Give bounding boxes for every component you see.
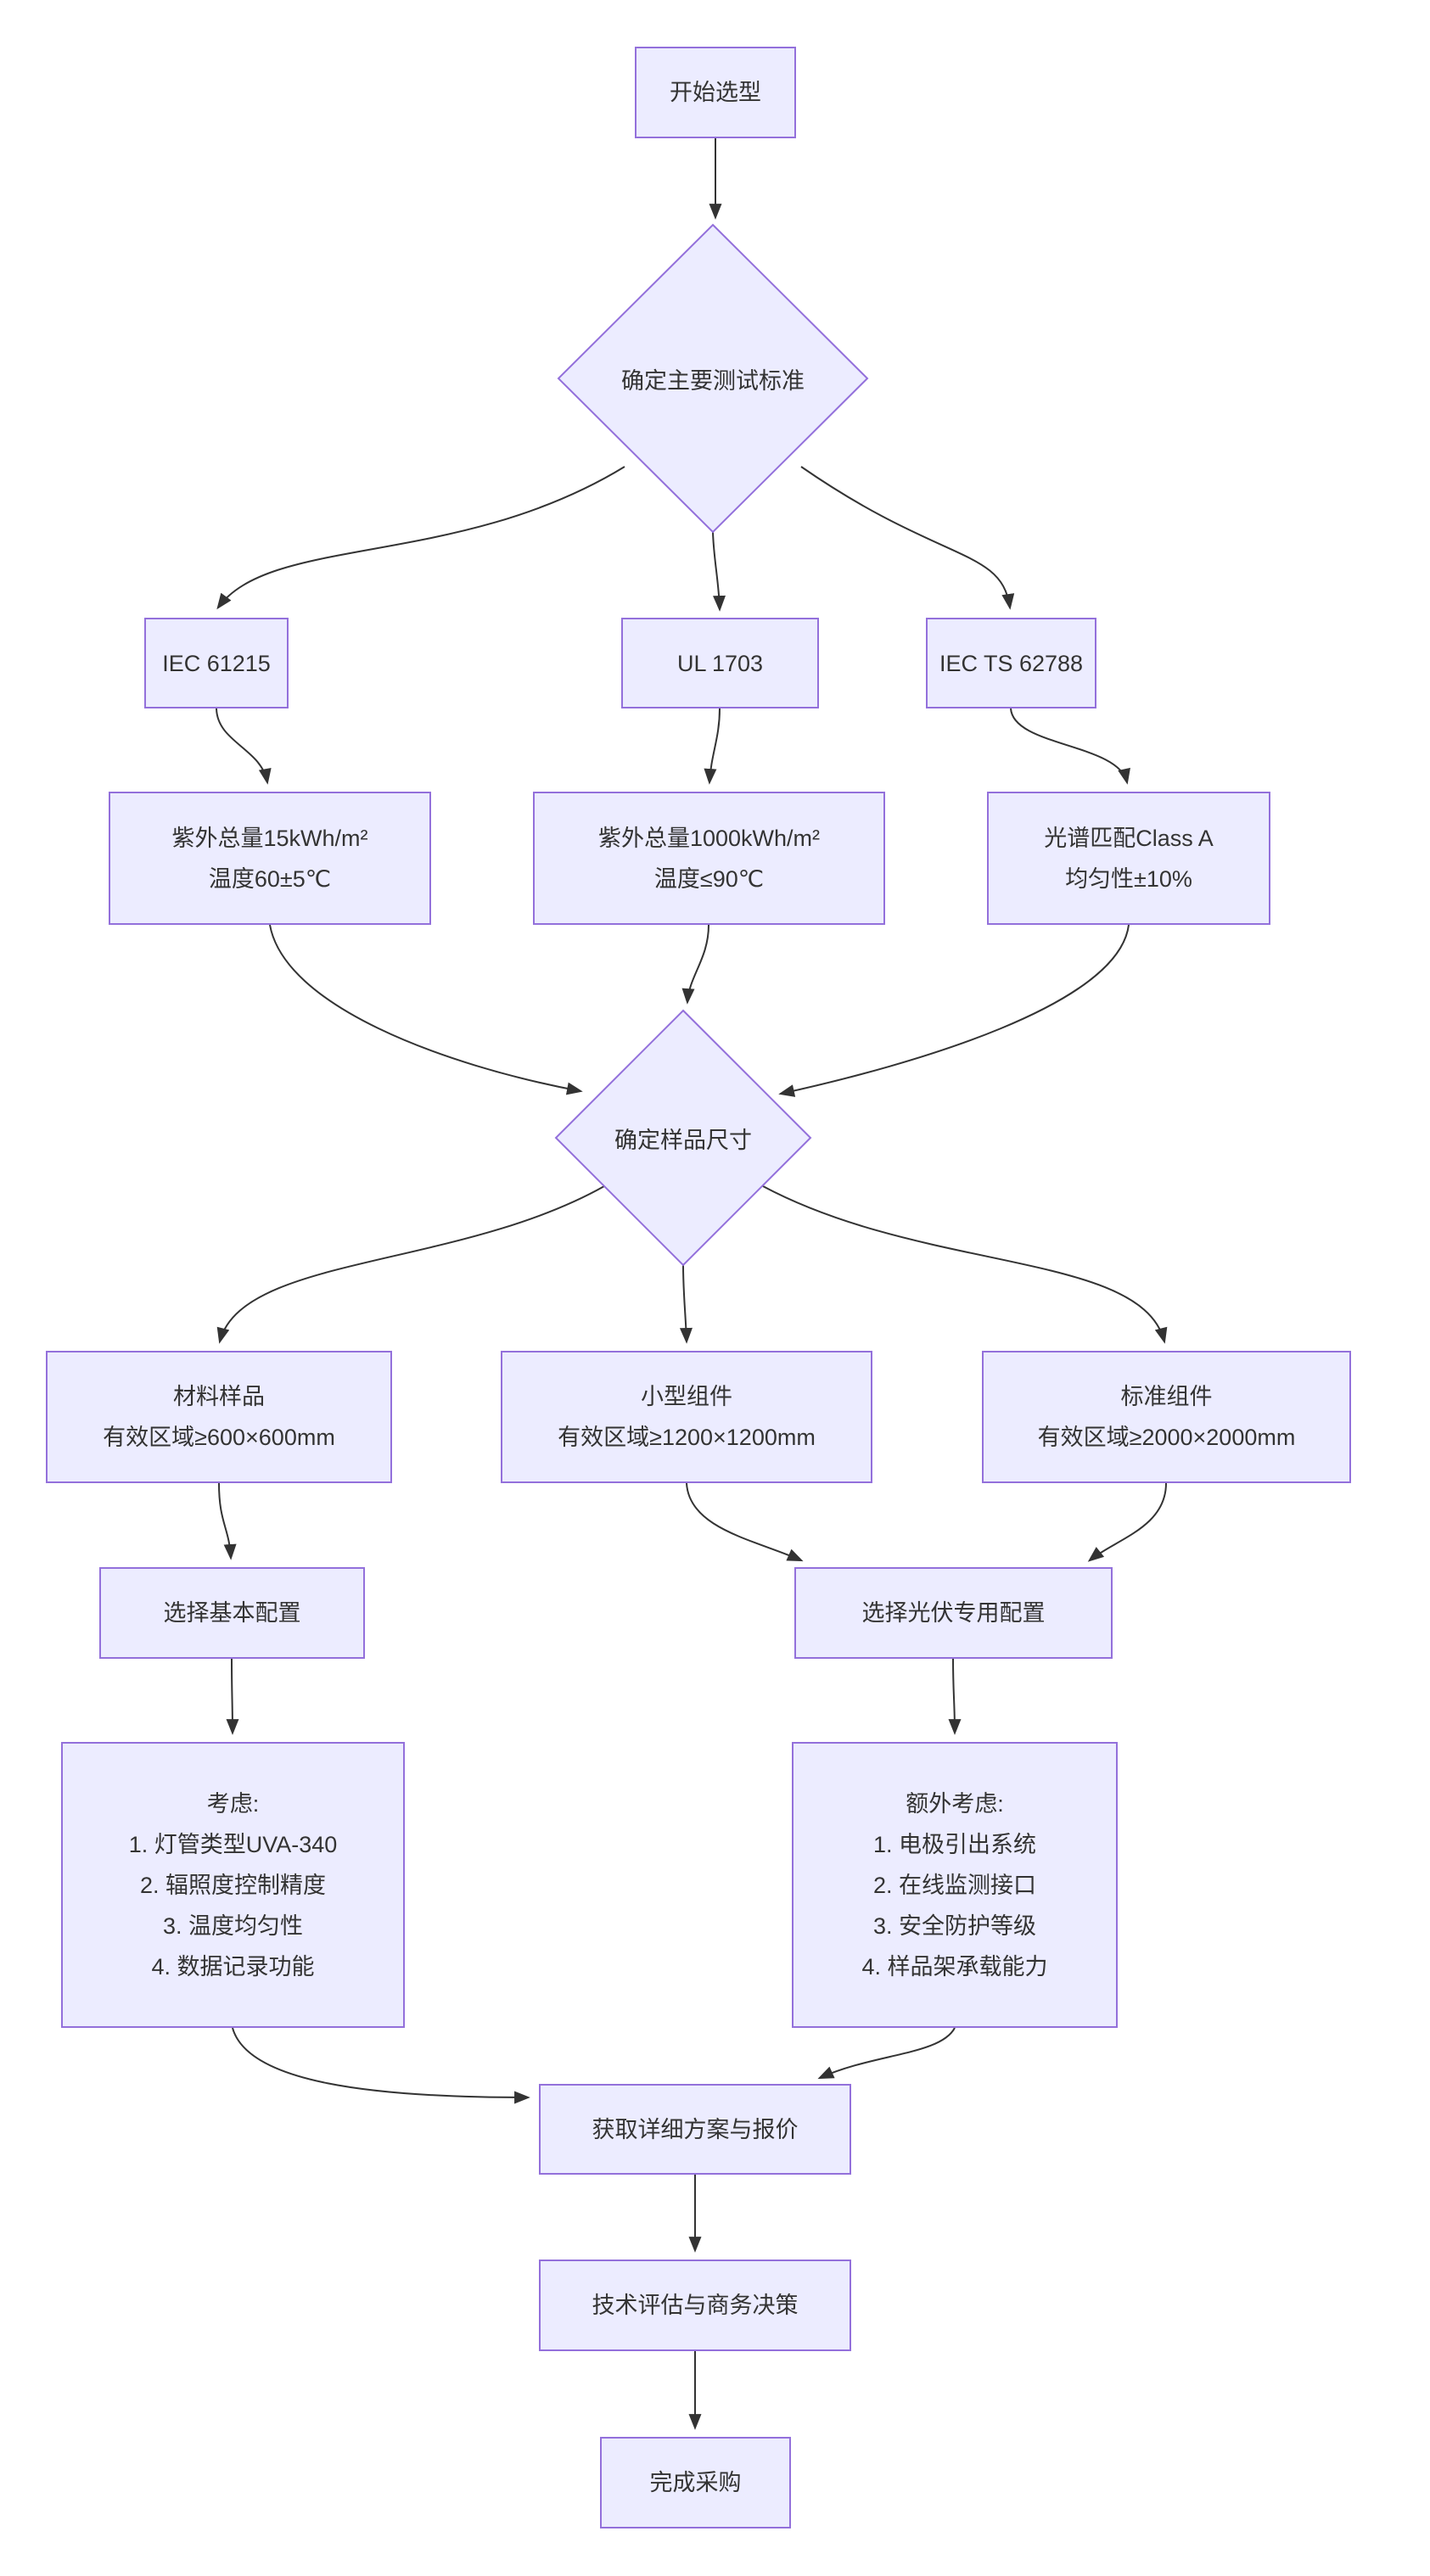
sample-material-line1: 材料样品 — [173, 1384, 265, 1409]
edge-decide-standard-to-iects62788 — [800, 466, 1015, 610]
consider-pv-item: 4. 样品架承载能力 — [861, 1953, 1048, 1980]
edge-decide-size-to-small — [679, 1264, 693, 1344]
edge-iec61215-to-detail — [216, 708, 272, 785]
node-purchase: 完成采购 — [600, 2437, 791, 2528]
consider-basic-item: 3. 温度均匀性 — [162, 1912, 304, 1939]
edge-small-to-config-pv — [686, 1482, 804, 1562]
config-pv-label: 选择光伏专用配置 — [861, 1600, 1046, 1626]
consider-basic-item: 4. 数据记录功能 — [151, 1953, 315, 1980]
consider-basic-item: 2. 辐照度控制精度 — [139, 1872, 327, 1898]
edge-config-basic-to-consider — [226, 1658, 239, 1735]
sample-small-line2: 有效区域≥1200×1200mm — [558, 1425, 816, 1450]
consider-basic-item: 1. 灯管类型UVA-340 — [128, 1831, 338, 1857]
node-iects62788: IEC TS 62788 — [926, 618, 1096, 708]
node-consider-basic: 考虑: 1. 灯管类型UVA-340 2. 辐照度控制精度 3. 温度均匀性 4… — [61, 1742, 405, 2028]
edge-standard-to-config-pv — [1087, 1482, 1167, 1562]
consider-pv-item: 1. 电极引出系统 — [872, 1831, 1037, 1857]
node-iec61215: IEC 61215 — [144, 618, 289, 708]
detail-ts-line2: 均匀性±10% — [1065, 865, 1192, 892]
decision-diamond-size — [554, 1009, 812, 1267]
edge-decide-size-to-material — [216, 1185, 605, 1344]
sample-standard-line1: 标准组件 — [1120, 1384, 1213, 1409]
node-quote: 获取详细方案与报价 — [539, 2084, 851, 2175]
node-detail-ts: 光谱匹配Class A 均匀性±10% — [987, 792, 1270, 925]
edge-config-pv-to-consider — [948, 1658, 962, 1735]
node-ul1703-label: UL 1703 — [676, 650, 764, 676]
edge-decide-standard-to-ul1703 — [712, 531, 726, 612]
detail-ts-line1: 光谱匹配Class A — [1044, 825, 1214, 851]
edge-decide-size-to-standard — [762, 1185, 1168, 1344]
node-config-pv: 选择光伏专用配置 — [794, 1567, 1113, 1659]
detail-ul-line2: 温度≤90℃ — [653, 865, 765, 892]
decision-diamond-standard — [557, 223, 869, 534]
purchase-label: 完成采购 — [649, 2470, 742, 2495]
node-sample-standard: 标准组件 有效区域≥2000×2000mm — [982, 1351, 1351, 1483]
detail-iec-line1: 紫外总量15kWh/m² — [171, 825, 368, 851]
consider-pv-title: 额外考虑: — [906, 1790, 1004, 1817]
consider-pv-item: 3. 安全防护等级 — [872, 1912, 1037, 1939]
consider-basic-title: 考虑: — [206, 1790, 260, 1817]
edge-decide-standard-to-iec61215 — [216, 466, 625, 610]
node-detail-iec: 紫外总量15kWh/m² 温度60±5℃ — [109, 792, 431, 925]
edge-detail-iec-to-decide-size — [269, 924, 583, 1095]
detail-iec-line2: 温度60±5℃ — [208, 865, 332, 892]
node-sample-small: 小型组件 有效区域≥1200×1200mm — [501, 1351, 872, 1483]
edge-detail-ul-to-decide-size — [681, 924, 709, 1005]
edge-ul1703-to-detail — [704, 708, 721, 785]
consider-pv-item: 2. 在线监测接口 — [872, 1872, 1037, 1898]
detail-ul-line1: 紫外总量1000kWh/m² — [597, 825, 821, 851]
edge-iects62788-to-detail — [1010, 708, 1130, 785]
node-config-basic: 选择基本配置 — [99, 1567, 365, 1659]
node-iec61215-label: IEC 61215 — [162, 650, 271, 676]
node-ul1703: UL 1703 — [621, 618, 819, 708]
node-start-label: 开始选型 — [670, 80, 761, 105]
node-iects62788-label: IEC TS 62788 — [939, 650, 1084, 676]
sample-small-line1: 小型组件 — [641, 1384, 732, 1409]
node-decision: 技术评估与商务决策 — [539, 2260, 851, 2351]
sample-material-line2: 有效区域≥600×600mm — [103, 1425, 335, 1450]
sample-standard-line2: 有效区域≥2000×2000mm — [1037, 1425, 1296, 1450]
edge-consider-basic-to-quote — [232, 2027, 530, 2104]
node-start: 开始选型 — [635, 47, 796, 138]
edge-detail-ts-to-decide-size — [778, 924, 1130, 1097]
edge-material-to-config-basic — [218, 1482, 237, 1560]
node-sample-material: 材料样品 有效区域≥600×600mm — [46, 1351, 392, 1483]
quote-label: 获取详细方案与报价 — [592, 2116, 799, 2142]
config-basic-label: 选择基本配置 — [163, 1600, 301, 1626]
decision-standard-label: 确定主要测试标准 — [621, 367, 805, 394]
edge-consider-pv-to-quote — [817, 2027, 956, 2080]
node-consider-pv: 额外考虑: 1. 电极引出系统 2. 在线监测接口 3. 安全防护等级 4. 样… — [792, 1742, 1118, 2028]
decision-label: 技术评估与商务决策 — [592, 2293, 799, 2318]
node-detail-ul: 紫外总量1000kWh/m² 温度≤90℃ — [533, 792, 885, 925]
decision-size-label: 确定样品尺寸 — [614, 1127, 752, 1153]
